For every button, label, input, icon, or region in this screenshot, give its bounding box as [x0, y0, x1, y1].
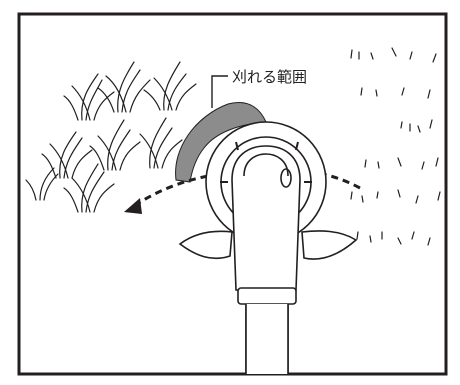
cut-clippings-icon — [350, 47, 441, 246]
arrowhead — [124, 198, 142, 214]
grass-clump-icon — [25, 61, 197, 213]
cut-range-label: 刈れる範囲 — [232, 68, 308, 86]
trimmer-head-icon — [178, 121, 358, 374]
callout-leader — [211, 75, 228, 108]
